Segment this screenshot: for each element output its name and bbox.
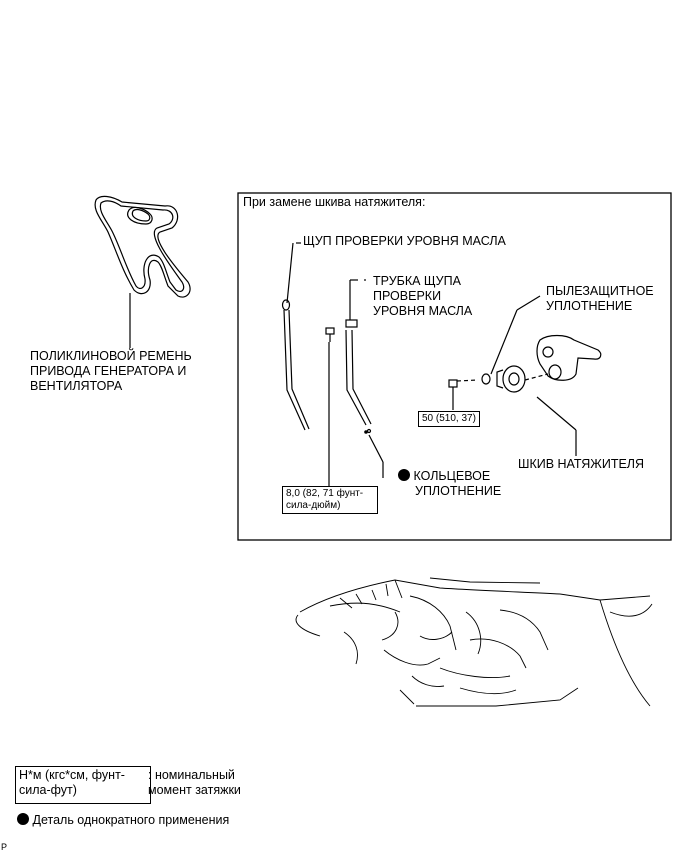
o-ring-label-line-2: УПЛОТНЕНИЕ: [415, 484, 502, 498]
dust-seal-label-line-2: УПЛОТНЕНИЕ: [546, 299, 633, 313]
corner-mark: P: [1, 842, 8, 852]
o-ring-label-line-1: КОЛЬЦЕВОЕ: [413, 469, 491, 483]
inset-title: При замене шкива натяжителя:: [243, 195, 426, 209]
bolt-torque-line-1: 8,0 (82, 71 фунт-: [286, 488, 364, 499]
o-ring-label: КОЛЬЦЕВОЕ УПЛОТНЕНИЕ: [398, 469, 501, 499]
belt-label-line-1: ПОЛИКЛИНОВОЙ РЕМЕНЬ: [30, 349, 192, 363]
belt-drawing: [94, 195, 191, 298]
legend-dot-icon: [17, 813, 29, 825]
legend-torque-box: Н*м (кгс*см, фунт- сила-фут): [15, 766, 151, 804]
dipstick-label: ЩУП ПРОВЕРКИ УРОВНЯ МАСЛА: [303, 234, 506, 248]
dust-seal-label-line-1: ПЫЛЕЗАЩИТНОЕ: [546, 284, 654, 298]
dipstick-guide-label-line-1: ТРУБКА ЩУПА: [373, 274, 461, 288]
legend-torque-box-line-2: сила-фут): [19, 783, 77, 797]
dipstick-guide-drawing: [345, 279, 384, 478]
non-reusable-dot-icon: [398, 469, 410, 481]
belt-label-line-3: ВЕНТИЛЯТОРА: [30, 379, 123, 393]
dipstick-drawing: [281, 242, 310, 431]
pulley-torque-box: 50 (510, 37): [418, 411, 480, 427]
pulley-label: ШКИВ НАТЯЖИТЕЛЯ: [518, 457, 645, 471]
bolt-torque-box: 8,0 (82, 71 фунт- сила-дюйм): [282, 486, 378, 514]
pulley-torque-value: 50 (510, 37): [422, 413, 476, 424]
dipstick-guide-label: ТРУБКА ЩУПА ПРОВЕРКИ УРОВНЯ МАСЛА: [373, 274, 472, 319]
belt-label: ПОЛИКЛИНОВОЙ РЕМЕНЬ ПРИВОДА ГЕНЕРАТОРА И…: [30, 349, 192, 394]
legend-torque-box-line-1: Н*м (кгс*см, фунт-: [19, 768, 125, 782]
legend-torque-text-line-1: : номинальный: [148, 768, 235, 782]
bolt-torque-line-2: сила-дюйм): [286, 500, 341, 511]
dipstick-guide-label-line-2: ПРОВЕРКИ: [373, 289, 442, 303]
legend-non-reusable-text: Деталь однократного применения: [32, 813, 230, 827]
dust-seal-label: ПЫЛЕЗАЩИТНОЕ УПЛОТНЕНИЕ: [546, 284, 654, 314]
legend-non-reusable: Деталь однократного применения: [17, 813, 229, 828]
belt-label-line-2: ПРИВОДА ГЕНЕРАТОРА И: [30, 364, 187, 378]
pulley-drawing: [448, 295, 602, 456]
engine-bay-drawing: [295, 577, 653, 707]
legend-torque-text: : номинальный момент затяжки: [148, 768, 241, 798]
dipstick-guide-label-line-3: УРОВНЯ МАСЛА: [373, 304, 473, 318]
legend-torque-text-line-2: момент затяжки: [148, 783, 241, 797]
